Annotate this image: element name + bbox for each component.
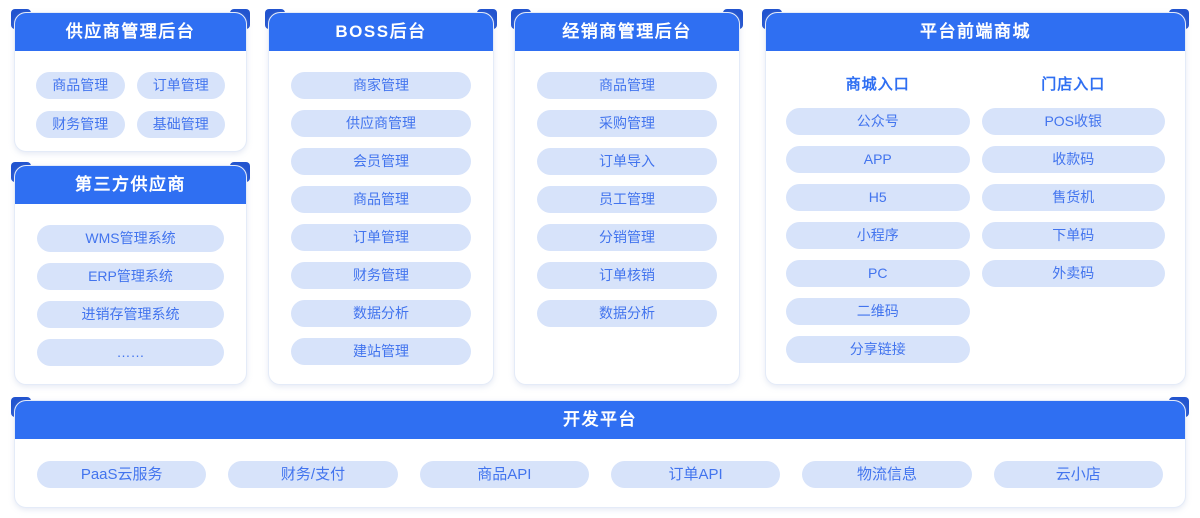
entry-pill: 小程序 — [786, 222, 970, 249]
entry-pill: 收款码 — [981, 146, 1165, 173]
module-pill: 商品管理 — [537, 72, 717, 99]
card-dealer-admin: 经销商管理后台 商品管理采购管理订单导入员工管理分销管理订单核销数据分析 — [511, 9, 743, 385]
card-boss-admin: BOSS后台 商家管理供应商管理会员管理商品管理订单管理财务管理数据分析建站管理 — [265, 9, 497, 385]
module-pill: 分销管理 — [537, 224, 717, 251]
entry-pill: 外卖码 — [981, 260, 1165, 287]
supplier-admin-pill-list: 商品管理订单管理财务管理基础管理 — [15, 51, 246, 138]
store-entry-label: 门店入口 — [1041, 76, 1106, 93]
module-pill: 订单管理 — [291, 224, 471, 251]
supplier-admin-title: 供应商管理后台 — [15, 13, 246, 51]
module-pill: 商品管理 — [291, 186, 471, 213]
mall-entry-group: 商城入口 公众号 APP H5 小程序 PC 二维码分享链接 — [786, 75, 970, 363]
module-pill: 基础管理 — [136, 111, 225, 138]
entry-pill: PC — [786, 260, 970, 287]
module-pill: …… — [37, 339, 224, 366]
card-supplier-admin-body: 供应商管理后台 商品管理订单管理财务管理基础管理 — [14, 12, 247, 152]
third-party-pill-list: WMS管理系统 ERP管理系统进销存管理系统 …… — [15, 204, 246, 366]
service-pill: PaaS云服务 — [37, 461, 207, 488]
module-pill: 订单导入 — [537, 148, 717, 175]
module-pill: 商品管理 — [36, 72, 125, 99]
card-mall-frontend: 平台前端商城 商城入口 公众号 APP H5 小程序 PC 二维码分享链接 门店入口 PO… — [762, 9, 1189, 385]
entry-pill: 售货机 — [981, 184, 1165, 211]
service-pill: 财务/支付 — [228, 461, 398, 488]
card-supplier-admin: 供应商管理后台 商品管理订单管理财务管理基础管理 — [11, 9, 250, 152]
entry-pill: APP — [786, 146, 970, 173]
service-pill: 商品API — [419, 461, 589, 488]
mall-frontend-title: 平台前端商城 — [766, 13, 1185, 51]
dealer-pill-list: 商品管理采购管理订单导入员工管理分销管理订单核销数据分析 — [515, 51, 739, 327]
module-pill: 数据分析 — [537, 300, 717, 327]
card-dev-body: 开发平台 PaaS云服务财务/支付商品API 订单API 物流信息云小店 — [14, 400, 1186, 508]
card-boss-body: BOSS后台 商家管理供应商管理会员管理商品管理订单管理财务管理数据分析建站管理 — [268, 12, 494, 385]
store-entry-group: 门店入口 POS收银收款码售货机下单码外卖码 — [981, 75, 1165, 363]
module-pill: 员工管理 — [537, 186, 717, 213]
boss-admin-title: BOSS后台 — [269, 13, 493, 51]
store-entry-pill-list: POS收银收款码售货机下单码外卖码 — [981, 108, 1165, 287]
card-third-party-body: 第三方供应商 WMS管理系统 ERP管理系统进销存管理系统 …… — [14, 165, 247, 385]
module-pill: ERP管理系统 — [37, 263, 224, 290]
third-party-title: 第三方供应商 — [15, 166, 246, 204]
mall-entry-label: 商城入口 — [845, 76, 910, 93]
boss-pill-list: 商家管理供应商管理会员管理商品管理订单管理财务管理数据分析建站管理 — [269, 51, 493, 365]
dealer-admin-title: 经销商管理后台 — [515, 13, 739, 51]
mall-entry-columns: 商城入口 公众号 APP H5 小程序 PC 二维码分享链接 门店入口 POS收银收款码售… — [766, 51, 1185, 363]
module-pill: WMS管理系统 — [37, 225, 224, 252]
module-pill: 财务管理 — [36, 111, 125, 138]
module-pill: 数据分析 — [291, 300, 471, 327]
module-pill: 采购管理 — [537, 110, 717, 137]
card-third-party-supplier: 第三方供应商 WMS管理系统 ERP管理系统进销存管理系统 …… — [11, 162, 250, 385]
entry-pill: H5 — [786, 184, 970, 211]
dev-platform-title: 开发平台 — [15, 401, 1185, 439]
service-pill: 物流信息 — [802, 461, 972, 488]
service-pill: 订单API — [610, 461, 781, 488]
module-pill: 供应商管理 — [291, 110, 471, 137]
mall-entry-pill-list: 公众号 APP H5 小程序 PC 二维码分享链接 — [786, 108, 970, 363]
card-dev-platform: 开发平台 PaaS云服务财务/支付商品API 订单API 物流信息云小店 — [11, 397, 1189, 508]
service-pill: 云小店 — [993, 461, 1163, 488]
module-pill: 商家管理 — [291, 72, 471, 99]
entry-pill: 下单码 — [981, 222, 1165, 249]
module-pill: 建站管理 — [291, 338, 471, 365]
dev-platform-pill-list: PaaS云服务财务/支付商品API 订单API 物流信息云小店 — [15, 439, 1185, 488]
entry-pill: 分享链接 — [786, 336, 970, 363]
module-pill: 订单管理 — [136, 72, 225, 99]
entry-pill: 二维码 — [786, 298, 970, 325]
module-pill: 订单核销 — [537, 262, 717, 289]
module-pill: 进销存管理系统 — [37, 301, 224, 328]
card-mall-body: 平台前端商城 商城入口 公众号 APP H5 小程序 PC 二维码分享链接 门店入口 PO… — [765, 12, 1186, 385]
module-pill: 财务管理 — [291, 262, 471, 289]
entry-pill: POS收银 — [981, 108, 1165, 135]
card-dealer-body: 经销商管理后台 商品管理采购管理订单导入员工管理分销管理订单核销数据分析 — [514, 12, 740, 385]
module-pill: 会员管理 — [291, 148, 471, 175]
entry-pill: 公众号 — [786, 108, 970, 135]
